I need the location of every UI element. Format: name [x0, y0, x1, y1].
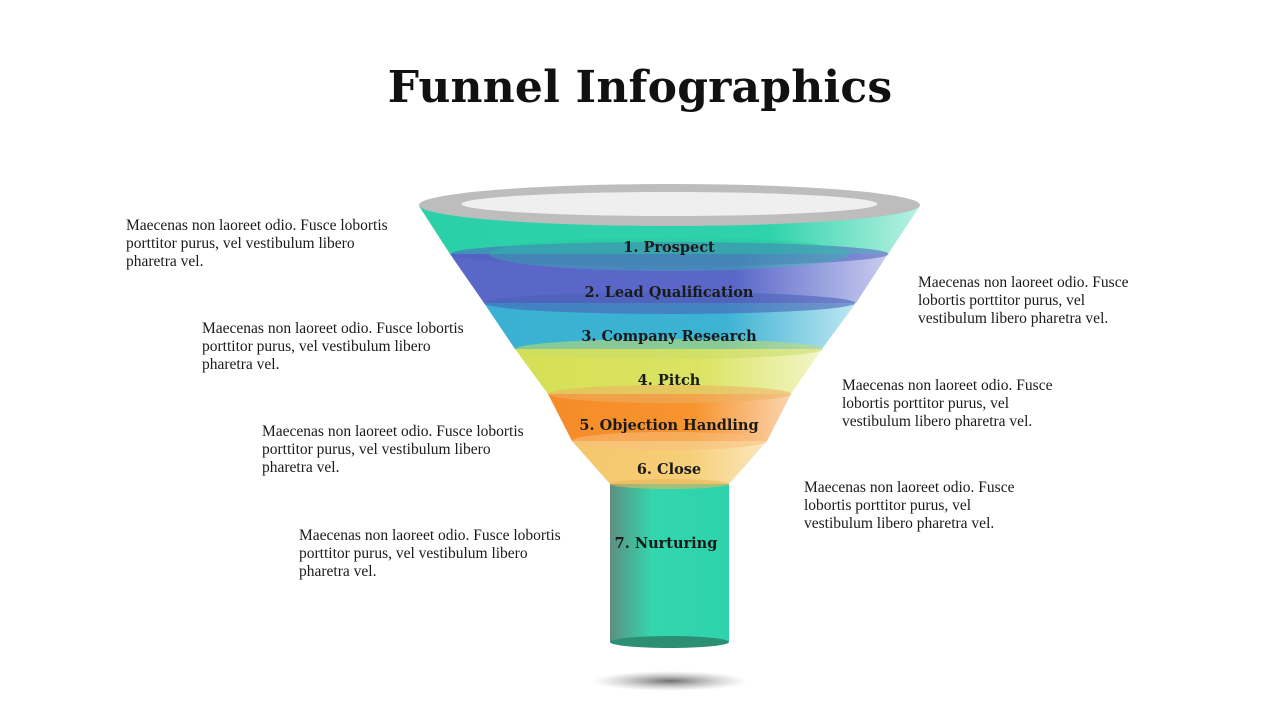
funnel-shadow: [592, 671, 748, 691]
stage-7-description: Maecenas non laoreet odio. Fusce loborti…: [299, 527, 561, 580]
stage-1-description: Maecenas non laoreet odio. Fusce loborti…: [126, 217, 388, 270]
stage-5-description: Maecenas non laoreet odio. Fusce loborti…: [262, 423, 524, 476]
stage-2-band: [450, 254, 888, 314]
stage-3-label: 3. Company Research: [581, 328, 757, 345]
stage-4-description: Maecenas non laoreet odio. Fusce loborti…: [842, 377, 1053, 430]
stage-5-band: [548, 394, 791, 450]
stage-2-label: 2. Lead Qualification: [585, 284, 754, 301]
stage-6-description: Maecenas non laoreet odio. Fusce loborti…: [804, 479, 1015, 532]
stage-3-description: Maecenas non laoreet odio. Fusce loborti…: [202, 320, 464, 373]
page-title: Funnel Infographics: [387, 62, 893, 113]
stage-6-label: 6. Close: [637, 461, 701, 478]
stage-7-label: 7. Nurturing: [615, 535, 718, 552]
stage-5-label: 5. Objection Handling: [579, 417, 758, 434]
funnel-rim: [419, 184, 920, 226]
stage-6-band: [572, 441, 767, 489]
stage-4-band: [515, 349, 822, 403]
stage-1-label: 1. Prospect: [623, 239, 715, 256]
stage-3-band: [484, 303, 856, 359]
stage-7-stem: [610, 484, 729, 648]
stage-2-description: Maecenas non laoreet odio. Fusce loborti…: [918, 274, 1129, 327]
stage-4-label: 4. Pitch: [638, 372, 701, 389]
